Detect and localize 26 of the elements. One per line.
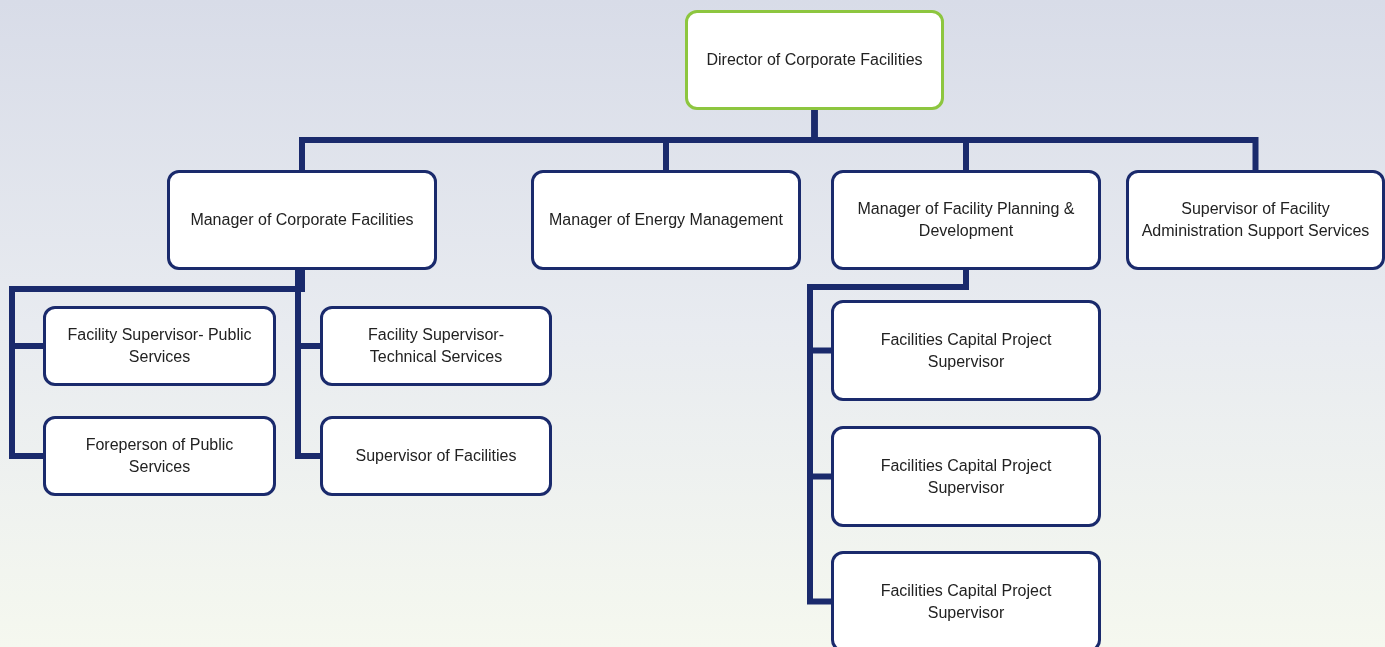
position-box: [831, 170, 1101, 270]
position-title: Foreperson of Public Services: [84, 435, 235, 477]
position-title: Facilities Capital Project Supervisor: [879, 329, 1053, 372]
position-title: Facilities Capital Project Supervisor: [879, 580, 1053, 623]
position-box: [685, 10, 944, 110]
position-box: [167, 170, 437, 270]
position-box: [831, 426, 1101, 527]
position-title: Manager of Corporate Facilities: [190, 210, 414, 230]
position-box: [320, 416, 552, 496]
position-box: [43, 306, 276, 386]
position-title: Manager of Energy Management: [549, 210, 783, 230]
position-box: [531, 170, 801, 270]
position-title: Supervisor of Facility Administration Support Services: [1140, 199, 1371, 241]
position-box: [831, 300, 1101, 401]
position-title: Supervisor of Facilities: [355, 446, 517, 466]
position-box: [831, 551, 1101, 647]
position-box: [320, 306, 552, 386]
position-title: Manager of Facility Planning & Development: [856, 199, 1076, 241]
position-box: [1126, 170, 1385, 270]
position-title: Facilities Capital Project Supervisor: [879, 455, 1053, 498]
position-title: Director of Corporate Facilities: [706, 50, 923, 70]
position-title: Facility Supervisor- Technical Services: [367, 325, 505, 367]
connector-line: [811, 110, 1259, 170]
connector-line: [807, 270, 969, 605]
position-title: Facility Supervisor- Public Services: [66, 325, 253, 367]
position-box: [43, 416, 276, 496]
